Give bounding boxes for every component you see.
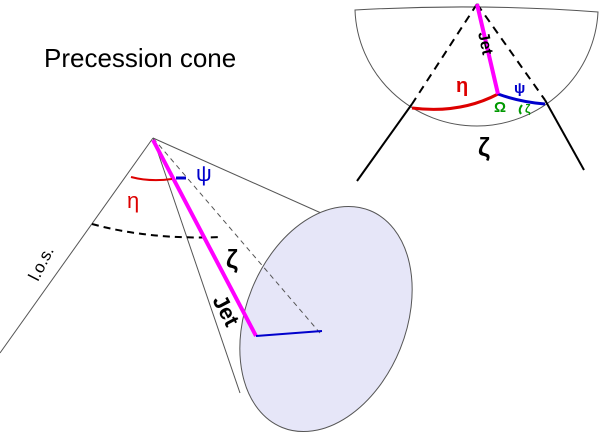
- inset-eta-label: η: [456, 75, 468, 97]
- cone-base: [239, 205, 413, 433]
- inset-eta-arc: [411, 92, 499, 111]
- inset-omega-label: Ω: [494, 99, 506, 116]
- main-cone: l.o.s. η ψ ζ Jet: [0, 137, 413, 433]
- inset-psi-label: ψ: [514, 80, 525, 97]
- los-label: l.o.s.: [25, 243, 58, 284]
- inset-solid-left: [356, 103, 413, 182]
- jet-line: [151, 139, 258, 337]
- inset-solid-right: [544, 99, 585, 171]
- inset-diagram: Jet η ψ Ω ζ ζ: [354, 3, 599, 182]
- inset-psi-arc: [497, 92, 546, 106]
- jet-label: Jet: [208, 291, 245, 331]
- base-radius: [255, 330, 323, 337]
- inset-small-zeta-arc: [518, 104, 523, 115]
- inset-dashed-right: [476, 3, 546, 101]
- diagram-title: Precession cone: [44, 43, 236, 73]
- line-of-sight: [0, 137, 154, 354]
- eta-label: η: [127, 188, 139, 213]
- inset-dashed-left: [411, 3, 478, 105]
- inset-bowl: [354, 6, 599, 127]
- cone-axis: [152, 137, 321, 334]
- psi-label: ψ: [196, 161, 212, 186]
- inset-small-zeta-label: ζ: [525, 102, 531, 116]
- inset-zeta-label: ζ: [478, 132, 490, 162]
- zeta-label: ζ: [226, 244, 238, 274]
- zeta-arc: [91, 223, 223, 239]
- inset-jet-label: Jet: [474, 30, 496, 57]
- inset-jet-line: [475, 3, 500, 95]
- eta-arc: [130, 176, 173, 182]
